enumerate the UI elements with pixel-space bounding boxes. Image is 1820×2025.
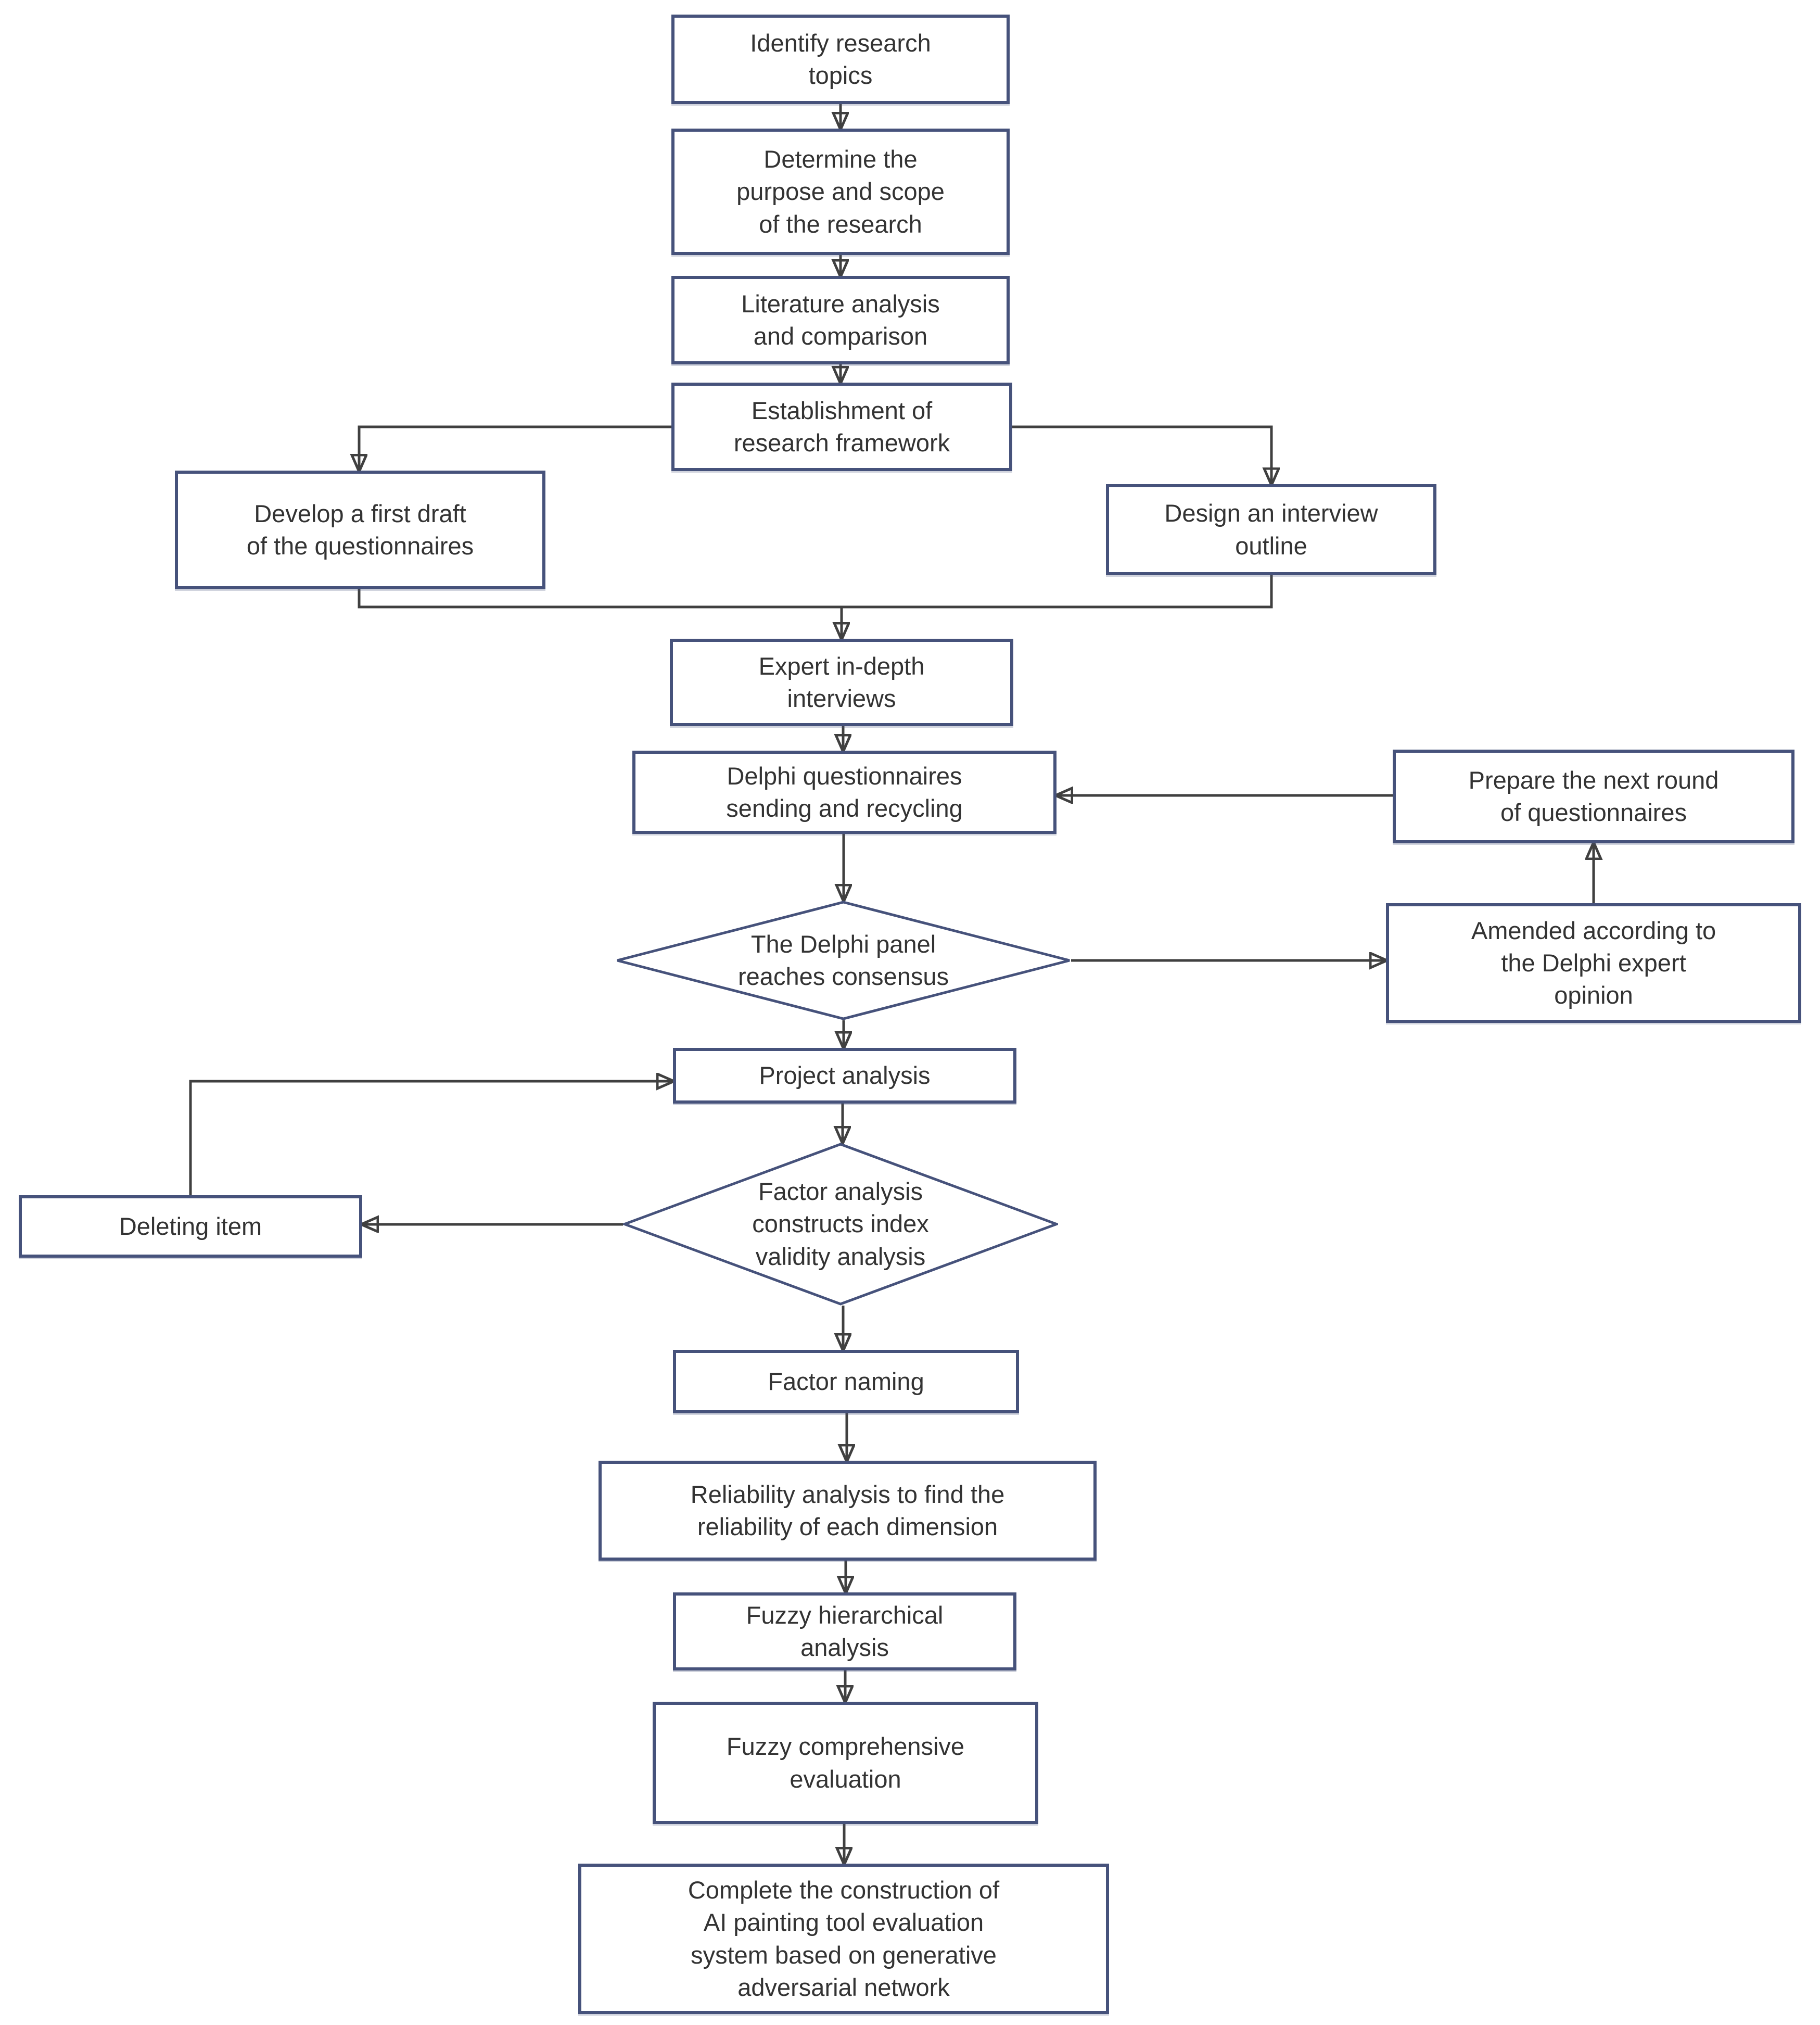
node-design-interview-outline: Design an interview outline	[1106, 484, 1436, 575]
node-delphi-questionnaires: Delphi questionnaires sending and recycl…	[632, 751, 1057, 834]
node-delphi-label: Delphi questionnaires sending and recycl…	[726, 762, 963, 822]
node-literature-label: Literature analysis and comparison	[741, 289, 940, 350]
node-identify-label: Identify research topics	[750, 29, 931, 89]
node-factor-analysis-decision: Factor analysis constructs index validit…	[623, 1143, 1058, 1306]
node-complete-construction: Complete the construction of AI painting…	[578, 1864, 1109, 2014]
node-develop-first-draft: Develop a first draft of the questionnai…	[175, 471, 545, 589]
node-fuzzy-hierarchical-analysis: Fuzzy hierarchical analysis	[673, 1592, 1016, 1670]
node-identify-research-topics: Identify research topics	[671, 15, 1010, 104]
node-deleting-item: Deleting item	[19, 1195, 362, 1258]
node-project-label: Project analysis	[759, 1061, 931, 1090]
node-amended-label: Amended according to the Delphi expert o…	[1471, 916, 1716, 1009]
node-prepare-next-round: Prepare the next round of questionnaires	[1393, 750, 1794, 843]
node-factor-naming: Factor naming	[673, 1350, 1019, 1413]
diamond-shape	[623, 1143, 1058, 1306]
node-factor-naming-label: Factor naming	[768, 1367, 924, 1395]
node-reliability-label: Reliability analysis to find the reliabi…	[690, 1480, 1005, 1540]
node-determine-purpose-scope: Determine the purpose and scope of the r…	[671, 129, 1010, 255]
edge-deleting-project	[189, 1081, 673, 1195]
node-deleting-label: Deleting item	[119, 1212, 262, 1240]
node-fuzzy-comprehensive-evaluation: Fuzzy comprehensive evaluation	[653, 1702, 1038, 1824]
edge-design-merge	[842, 575, 1273, 609]
diamond-shape	[617, 901, 1070, 1020]
node-delphi-consensus-decision: The Delphi panel reaches consensus	[616, 901, 1071, 1020]
node-expert-interviews: Expert in-depth interviews	[670, 639, 1013, 726]
node-literature-analysis: Literature analysis and comparison	[671, 276, 1010, 364]
node-determine-label: Determine the purpose and scope of the r…	[736, 145, 945, 238]
node-develop-label: Develop a first draft of the questionnai…	[246, 499, 474, 560]
node-establish-label: Establishment of research framework	[733, 396, 950, 457]
edge-establish-design	[1012, 425, 1271, 484]
node-reliability-analysis: Reliability analysis to find the reliabi…	[599, 1461, 1097, 1561]
edge-establish-develop	[359, 425, 671, 471]
node-expert-label: Expert in-depth interviews	[758, 652, 925, 712]
edge-develop-expert	[358, 589, 842, 639]
node-fuzzy-hierarchical-label: Fuzzy hierarchical analysis	[746, 1601, 944, 1661]
node-prepare-label: Prepare the next round of questionnaires	[1468, 766, 1719, 826]
node-establish-framework: Establishment of research framework	[671, 383, 1012, 471]
node-amended-expert-opinion: Amended according to the Delphi expert o…	[1386, 903, 1801, 1023]
node-complete-label: Complete the construction of AI painting…	[688, 1876, 1000, 2001]
node-consensus-label: The Delphi panel reaches consensus	[738, 930, 949, 990]
node-factor-check-label: Factor analysis constructs index validit…	[752, 1178, 929, 1270]
node-fuzzy-comprehensive-label: Fuzzy comprehensive evaluation	[726, 1732, 965, 1793]
node-design-label: Design an interview outline	[1164, 499, 1378, 560]
node-project-analysis: Project analysis	[673, 1048, 1016, 1104]
